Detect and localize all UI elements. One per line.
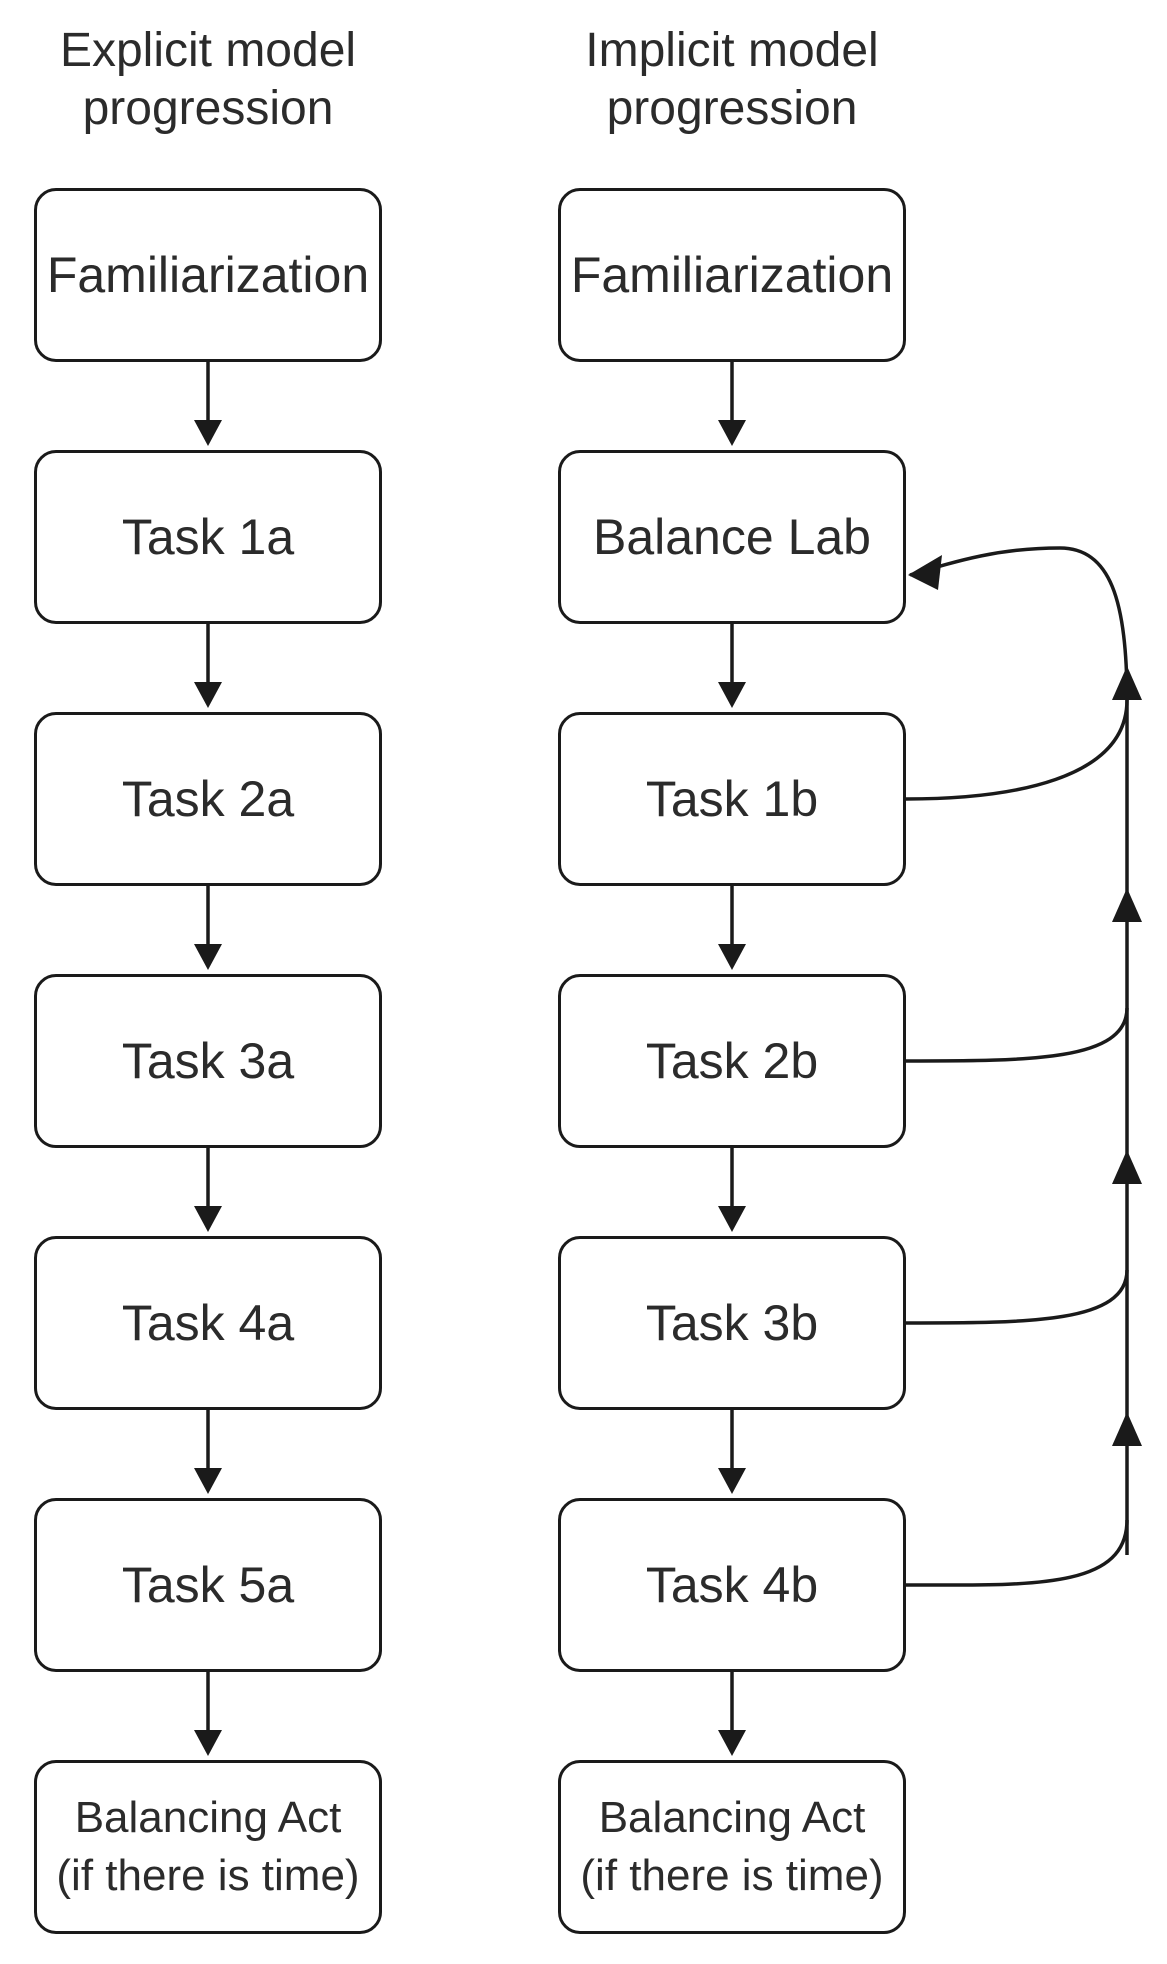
explicit-arrowhead-1 [194,420,222,446]
explicit-step-familiarization: Familiarization [34,188,382,362]
explicit-step-balancing-act: Balancing Act (if there is time) [34,1760,382,1934]
implicit-step-task-3b: Task 3b [558,1236,906,1410]
explicit-step-label: Familiarization [46,247,370,303]
explicit-step-label: Task 1a [121,509,295,565]
feedback-from-task-3b [905,1269,1129,1325]
explicit-step-task-1a: Task 1a [34,450,382,624]
feedback-arrowhead-3 [1112,888,1142,922]
implicit-arrowhead-6 [718,1730,746,1756]
explicit-step-label: Task 5a [121,1557,295,1613]
feedback-arrowhead-1 [1112,1412,1142,1446]
implicit-title-line1: Implicit model [585,24,879,77]
implicit-column-title: Implicit model progression [562,22,902,138]
explicit-step-task-4a: Task 4a [34,1236,382,1410]
explicit-arrowhead-5 [194,1468,222,1494]
explicit-arrowhead-4 [194,1206,222,1232]
implicit-step-label: Task 1b [645,771,819,827]
feedback-arrowhead-4 [1112,666,1142,700]
feedback-from-task-4b [905,1519,1129,1587]
implicit-arrowhead-2 [718,682,746,708]
implicit-arrowhead-5 [718,1468,746,1494]
implicit-step-task-2b: Task 2b [558,974,906,1148]
implicit-step-task-4b: Task 4b [558,1498,906,1672]
feedback-from-task-1b [905,699,1129,801]
explicit-step-task-2a: Task 2a [34,712,382,886]
explicit-step-task-3a: Task 3a [34,974,382,1148]
explicit-arrowhead-3 [194,944,222,970]
implicit-arrowhead-3 [718,944,746,970]
explicit-step-label: Task 2a [121,771,295,827]
explicit-final-line1: Balancing Act [74,1793,342,1842]
feedback-arrowhead-2 [1112,1150,1142,1184]
implicit-step-balance-lab: Balance Lab [558,450,906,624]
implicit-title-line2: progression [606,82,858,135]
implicit-final-line2: (if there is time) [580,1851,884,1900]
feedback-arrowhead-balance-lab [908,555,942,590]
implicit-step-balancing-act: Balancing Act (if there is time) [558,1760,906,1934]
implicit-step-familiarization: Familiarization [558,188,906,362]
implicit-final-line1: Balancing Act [598,1793,866,1842]
implicit-step-label: Task 3b [645,1295,819,1351]
implicit-step-label: Task 2b [645,1033,819,1089]
explicit-column-title: Explicit model progression [38,22,378,138]
explicit-step-label: Task 4a [121,1295,295,1351]
feedback-from-task-2b [905,1007,1129,1063]
explicit-final-line2: (if there is time) [56,1851,360,1900]
explicit-arrowhead-6 [194,1730,222,1756]
explicit-title-line2: progression [82,82,334,135]
implicit-arrowhead-4 [718,1206,746,1232]
feedback-to-balance-lab [909,546,1129,701]
explicit-title-line1: Explicit model [59,24,357,77]
implicit-step-label: Balance Lab [592,509,871,565]
implicit-step-task-1b: Task 1b [558,712,906,886]
implicit-step-label: Familiarization [570,247,894,303]
implicit-arrowhead-1 [718,420,746,446]
explicit-step-task-5a: Task 5a [34,1498,382,1672]
explicit-arrowhead-2 [194,682,222,708]
explicit-step-label: Task 3a [121,1033,295,1089]
implicit-step-label: Task 4b [645,1557,819,1613]
